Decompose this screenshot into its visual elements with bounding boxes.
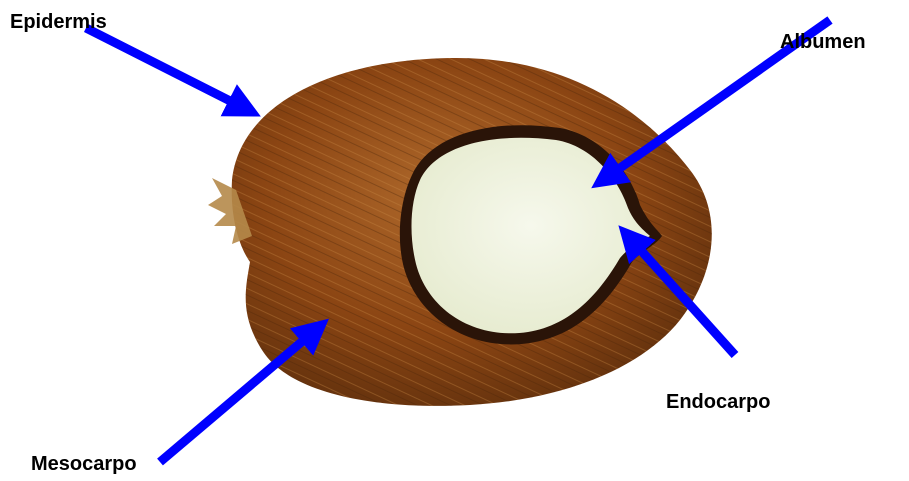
arrow-mesocarpo <box>160 328 318 462</box>
label-mesocarpo: Mesocarpo <box>31 454 137 474</box>
label-epidermis: Epidermis <box>10 12 107 32</box>
arrow-endocarpo <box>628 236 735 355</box>
label-albumen: Albumen <box>780 32 866 52</box>
arrow-epidermis <box>86 28 248 110</box>
label-endocarpo: Endocarpo <box>666 392 770 412</box>
